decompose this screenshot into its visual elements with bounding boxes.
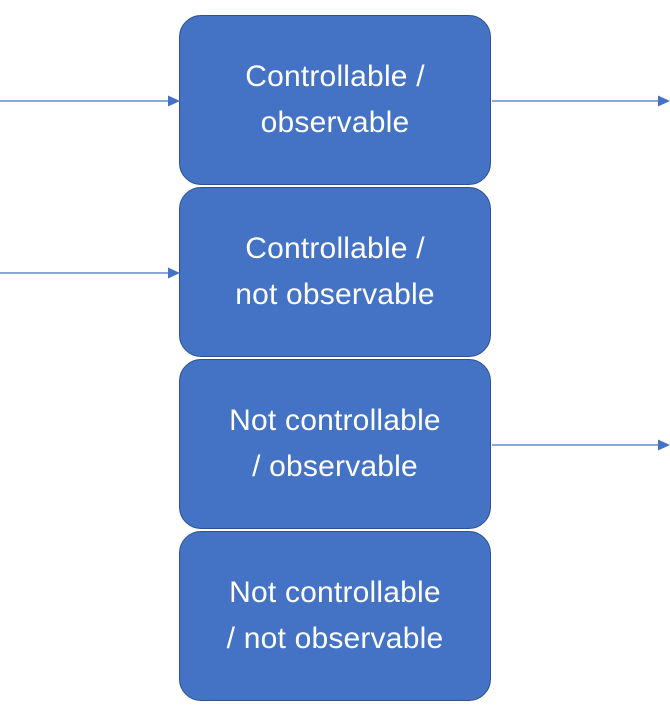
output-arrow-box-3 — [492, 439, 670, 451]
box-controllable-not-observable-label: Controllable / not observable — [235, 232, 435, 311]
box-controllable-observable-label: Controllable / observable — [245, 60, 425, 139]
box-not-controllable-observable-label: Not controllable / observable — [229, 404, 441, 483]
box-not-controllable-observable: Not controllable / observable — [179, 359, 491, 529]
input-arrow-box-1 — [0, 95, 180, 107]
box-controllable-not-observable: Controllable / not observable — [179, 187, 491, 357]
box-not-controllable-not-observable-label: Not controllable / not observable — [226, 576, 444, 655]
output-arrow-box-1 — [492, 95, 670, 107]
input-arrow-box-2 — [0, 267, 180, 279]
box-not-controllable-not-observable: Not controllable / not observable — [179, 531, 491, 701]
box-controllable-observable: Controllable / observable — [179, 15, 491, 185]
